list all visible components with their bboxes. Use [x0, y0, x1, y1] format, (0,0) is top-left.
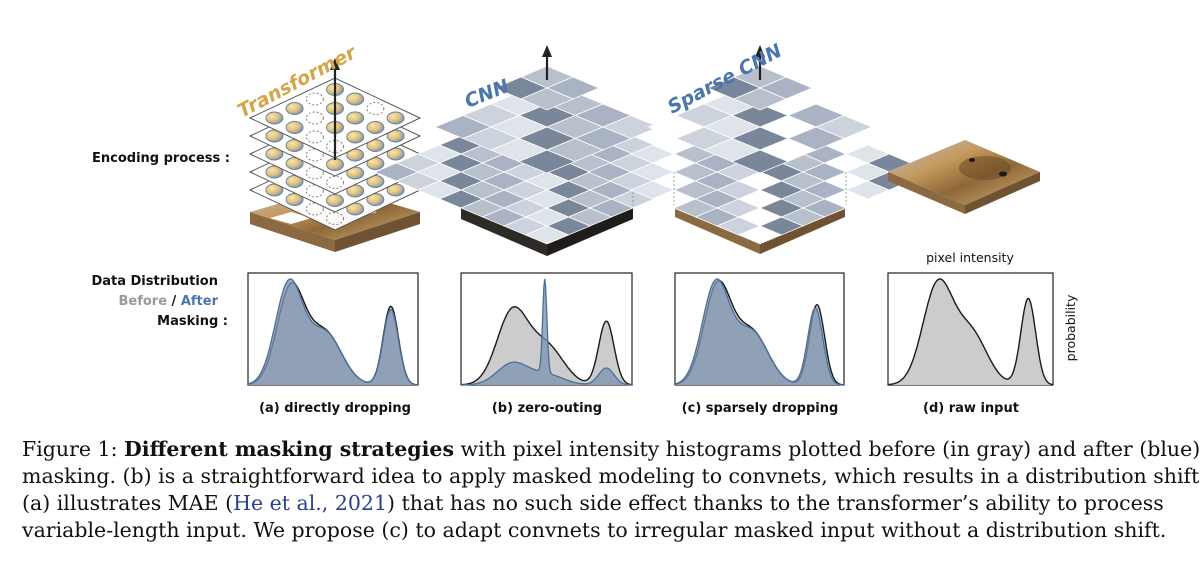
histogram-c-sparsely-dropping [674, 272, 845, 386]
caption-line-3: (a) illustrates MAE (He et al., 2021) th… [22, 490, 1182, 517]
series-area-after [461, 279, 632, 385]
panel-caption-a: (a) directly dropping [259, 401, 411, 416]
token [326, 194, 344, 207]
masked-token [366, 102, 385, 115]
arrow-head-icon [542, 45, 552, 57]
series-area-after [675, 279, 844, 385]
masked-token [305, 130, 324, 144]
cnn-illustration: CNN [373, 45, 721, 256]
token [346, 130, 365, 144]
caption-line-3-start: (a) illustrates MAE ( [22, 491, 234, 515]
arrow-head-icon [330, 58, 340, 70]
transformer-illustration: Transformer [234, 41, 422, 252]
token [346, 92, 365, 106]
series-area-before [888, 279, 1053, 385]
token [366, 121, 385, 134]
caption-line-4: variable-length input. We propose (c) to… [22, 518, 1167, 542]
sparse-cnn-feature-grids [586, 65, 934, 245]
caption-prefix: Figure 1: [22, 437, 125, 461]
histogram-a-directly-dropping [247, 272, 419, 386]
masking-label: Masking : [157, 314, 228, 329]
citation-link[interactable]: He et al., 2021 [233, 491, 387, 515]
figure: Encoding process : Data Distribution Bef… [91, 40, 1078, 416]
caption-bold-title: Different masking strategies [124, 437, 455, 461]
encoding-process-label: Encoding process : [92, 151, 230, 166]
token [326, 158, 344, 171]
sparse-cnn-illustration: Sparse CNN [586, 40, 934, 254]
before-after-label: Before / After [118, 294, 218, 309]
feature-cell [732, 87, 788, 111]
y-axis-label: probability [1063, 294, 1078, 361]
data-distribution-label: Data Distribution [91, 274, 218, 289]
x-axis-label: pixel intensity [926, 250, 1014, 265]
caption-line-3-end: ) that has no such side effect thanks to… [387, 491, 1164, 515]
masked-token [305, 92, 324, 106]
histogram-d-raw-input [887, 272, 1054, 386]
panel-caption-c: (c) sparsely dropping [682, 401, 839, 416]
series-area-after [248, 279, 418, 385]
series-line-after [674, 278, 844, 386]
masked-token [305, 111, 324, 125]
series-line-before [887, 278, 1054, 386]
arrow-head-icon [755, 45, 765, 57]
series-line-after [461, 278, 632, 386]
series-line-after [247, 278, 419, 386]
panel-caption-b: (b) zero-outing [492, 401, 602, 416]
slash-label: / [167, 294, 181, 309]
raw-input-image [888, 140, 1040, 214]
figure-caption: Figure 1: Different masking strategies w… [22, 436, 1200, 544]
token [285, 102, 304, 115]
histogram-b-zero-outing [460, 272, 633, 386]
feature-cell [517, 149, 577, 174]
feature-cell [519, 87, 575, 111]
after-label: After [181, 294, 219, 309]
transformer-layers [248, 77, 422, 231]
token [265, 111, 284, 125]
token [285, 121, 304, 134]
panel-caption-d: (d) raw input [923, 401, 1019, 416]
sparse-empty-cell [737, 225, 783, 245]
before-label: Before [118, 294, 167, 309]
token [346, 111, 365, 125]
feature-cell [730, 149, 790, 174]
caption-line-2: masking. (b) is a straightforward idea t… [22, 464, 1200, 488]
caption-line-1: Figure 1: Different masking strategies w… [22, 436, 1200, 463]
token [386, 111, 405, 125]
feature-cell [524, 225, 570, 245]
caption-line-1-rest: with pixel intensity histograms plotted … [454, 437, 1200, 461]
